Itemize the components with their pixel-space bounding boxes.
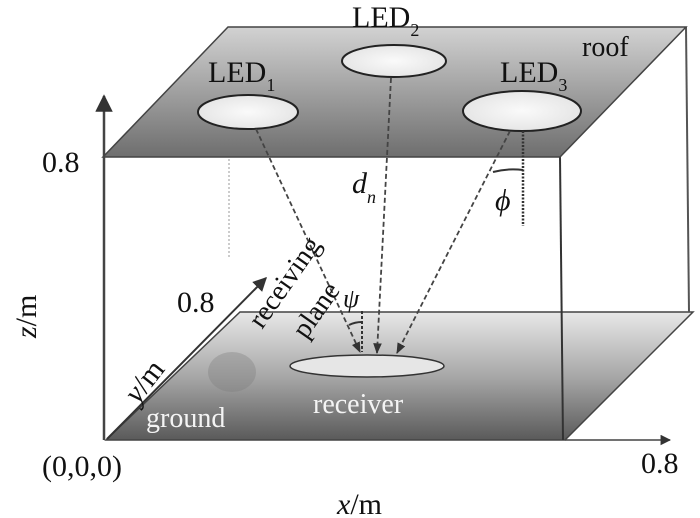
led-1-label: LED1 (208, 56, 275, 95)
z-max-label: 0.8 (42, 146, 80, 179)
receiver-label: receiver (313, 389, 404, 420)
psi-arc (348, 321, 363, 326)
led-2 (341, 44, 447, 78)
front-right-edge (559, 156, 564, 441)
back-right-edge (685, 26, 690, 313)
y-axis (106, 277, 267, 440)
phi-symbol: ϕ (495, 184, 511, 217)
led-3 (462, 90, 582, 132)
led-2-label: LED2 (352, 1, 419, 40)
x-max-label: 0.8 (641, 447, 679, 480)
phi-arc (492, 168, 524, 173)
path-led3-receiver (396, 130, 511, 354)
origin-label: (0,0,0) (42, 450, 122, 483)
receiver (289, 354, 445, 378)
ground-shadow (208, 352, 256, 392)
led-1 (197, 94, 299, 130)
distance-symbol: dn (352, 167, 376, 207)
ground-label: ground (146, 403, 225, 434)
z-axis-title: z/m (10, 295, 43, 339)
led-3-label: LED3 (500, 56, 567, 95)
path-led1-receiver (255, 128, 361, 353)
roof-label: roof (582, 32, 629, 63)
path-led2-receiver (373, 77, 392, 355)
psi-symbol: ψ (343, 284, 360, 313)
x-axis-title: x/m (336, 488, 382, 518)
y-max-label: 0.8 (177, 286, 215, 319)
